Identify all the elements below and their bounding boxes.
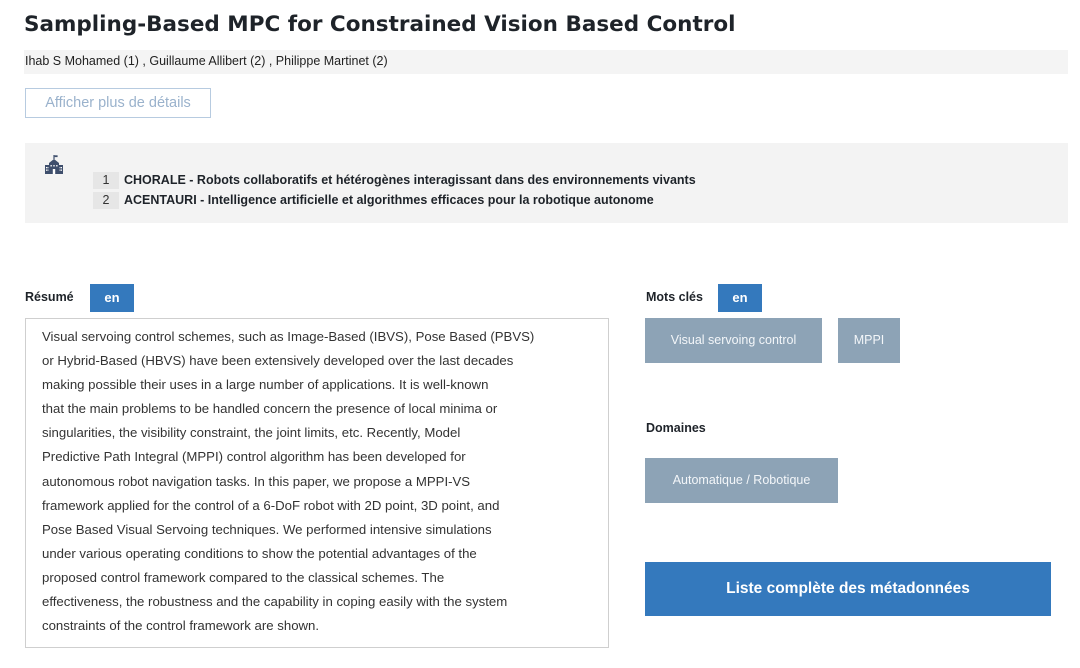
affiliation-number: 1 [93,171,119,189]
affiliation-name[interactable]: ACENTAURI - Intelligence artificielle et… [124,193,654,207]
domains-label: Domaines [646,421,706,435]
domain-chip[interactable]: Automatique / Robotique [645,458,838,503]
abstract-text: Visual servoing control schemes, such as… [25,318,609,648]
abstract-label: Résumé [25,290,74,304]
affiliations-panel: 1 CHORALE - Robots collaboratifs et hété… [25,143,1068,223]
abstract-line: singularities, the visibility constraint… [42,425,461,441]
authors-list: Ihab S Mohamed (1) , Guillaume Allibert … [24,50,1068,74]
affiliation-item: 1 CHORALE - Robots collaboratifs et hété… [93,170,696,190]
affiliation-item: 2 ACENTAURI - Intelligence artificielle … [93,190,696,210]
abstract-line: Visual servoing control schemes, such as… [42,329,535,344]
abstract-line: that the main problems to be handled con… [42,401,498,417]
abstract-language-tab[interactable]: en [90,284,134,312]
keyword-chip[interactable]: MPPI [838,318,900,363]
abstract-line: autonomous robot navigation tasks. In th… [42,473,471,489]
keyword-chip[interactable]: Visual servoing control [645,318,822,363]
full-metadata-button[interactable]: Liste complète des métadonnées [645,562,1051,616]
page-title: Sampling-Based MPC for Constrained Visio… [24,12,736,37]
affiliation-number: 2 [93,191,119,209]
abstract-line: Pose Based Visual Servoing techniques. W… [42,521,492,537]
abstract-line: framework applied for the control of a 6… [42,497,500,513]
keywords-label: Mots clés [646,290,703,304]
abstract-line: constraints of the control framework are… [42,618,320,634]
affiliations-list: 1 CHORALE - Robots collaboratifs et hété… [93,170,696,210]
abstract-line: Predictive Path Integral (MPPI) control … [42,449,466,465]
abstract-line: making possible their uses in a large nu… [42,377,489,393]
abstract-line: proposed control framework compared to t… [42,569,445,585]
institution-building-icon [44,155,64,175]
show-more-details-button[interactable]: Afficher plus de détails [25,88,211,118]
affiliation-name[interactable]: CHORALE - Robots collaboratifs et hétéro… [124,173,696,187]
abstract-line: under various operating conditions to sh… [42,545,477,561]
abstract-line: or Hybrid-Based (HBVS) have been extensi… [42,353,514,369]
keywords-language-tab[interactable]: en [718,284,762,312]
abstract-line: effectiveness, the robustness and the ca… [42,594,508,610]
